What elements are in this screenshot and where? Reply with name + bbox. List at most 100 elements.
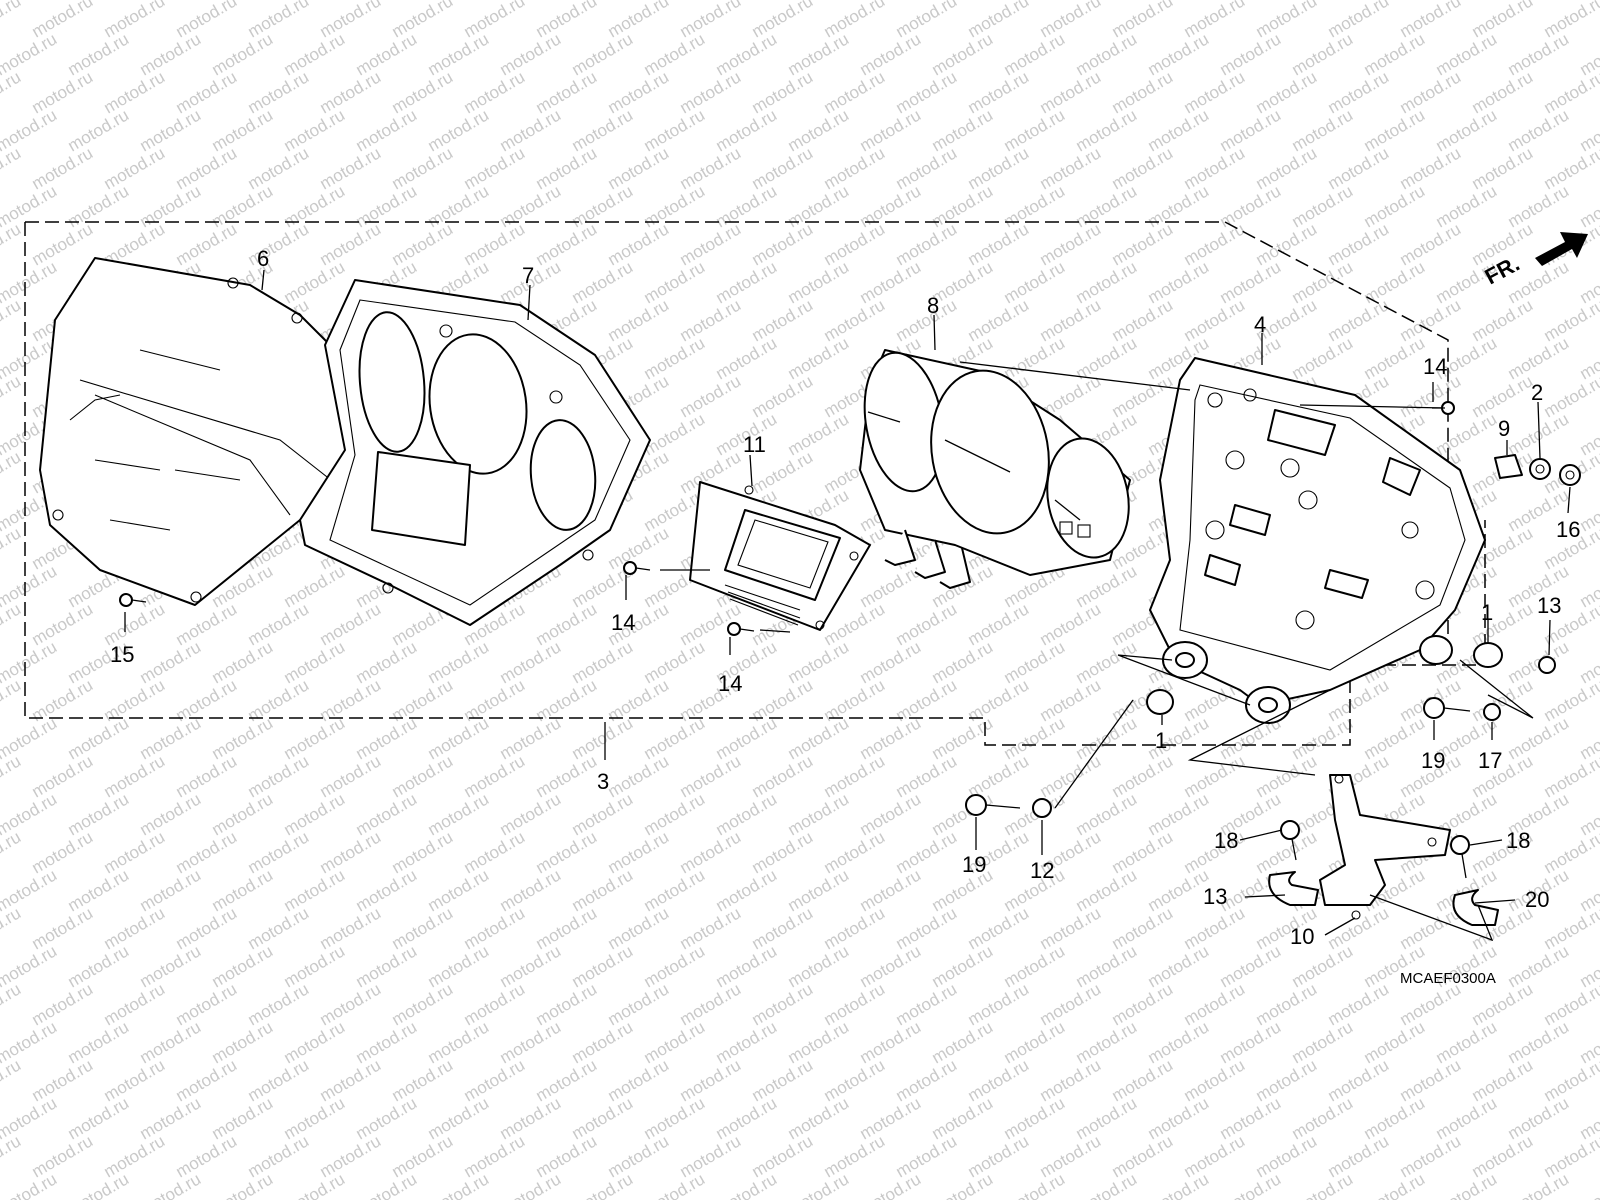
watermark-text: motod.ru (785, 105, 853, 155)
watermark-text: motod.ru (1325, 979, 1393, 1029)
watermark-text: motod.ru (641, 865, 709, 915)
watermark-text: motod.ru (605, 219, 673, 269)
watermark-text: motod.ru (317, 599, 385, 649)
watermark-text: motod.ru (353, 637, 421, 687)
callout-19-right: 19 (1421, 748, 1445, 773)
watermark-text: motod.ru (497, 1169, 565, 1200)
callout-13: 13 (1203, 884, 1227, 909)
watermark-text: motod.ru (137, 1093, 205, 1143)
watermark-text: motod.ru (1433, 105, 1501, 155)
watermark-text: motod.ru (1145, 257, 1213, 307)
watermark-text: motod.ru (1469, 143, 1537, 193)
watermark-text: motod.ru (389, 143, 457, 193)
watermark-text: motod.ru (569, 105, 637, 155)
part-13-clamp (1268, 871, 1319, 906)
watermark-text: motod.ru (245, 827, 313, 877)
callout-14-bottom: 14 (718, 671, 742, 696)
watermark-text: motod.ru (425, 713, 493, 763)
watermark-text: motod.ru (1181, 143, 1249, 193)
callout-14-left: 14 (611, 610, 635, 635)
watermark-text: motod.ru (425, 105, 493, 155)
watermark-text: motod.ru (425, 865, 493, 915)
watermark-text: motod.ru (0, 1169, 60, 1200)
watermark-text: motod.ru (209, 105, 277, 155)
watermark-text: motod.ru (317, 219, 385, 269)
watermark-text: motod.ru (965, 1131, 1033, 1181)
callout-11: 12 (1030, 858, 1054, 883)
watermark-text: motod.ru (317, 1131, 385, 1181)
watermark-text: motod.ru (785, 29, 853, 79)
watermark-text: motod.ru (1073, 1093, 1141, 1143)
watermark-text: motod.ru (1253, 1131, 1321, 1181)
watermark-text: motod.ru (569, 1093, 637, 1143)
watermark-text: motod.ru (1505, 941, 1573, 991)
watermark-text: motod.ru (389, 1131, 457, 1181)
watermark-text: motod.ru (65, 181, 133, 231)
watermark-text: motod.ru (1577, 0, 1600, 3)
watermark-text: motod.ru (245, 979, 313, 1029)
watermark-text: motod.ru (641, 637, 709, 687)
watermark-text: motod.ru (0, 219, 24, 269)
callout-16: 16 (1556, 517, 1580, 542)
watermark-text: motod.ru (209, 29, 277, 79)
watermark-text: motod.ru (1001, 105, 1069, 155)
watermark-text: motod.ru (1073, 637, 1141, 687)
watermark-text: motod.ru (641, 1093, 709, 1143)
watermark-text: motod.ru (677, 979, 745, 1029)
watermark-text: motod.ru (749, 219, 817, 269)
watermark-text: motod.ru (1001, 29, 1069, 79)
watermark-text: motod.ru (1217, 257, 1285, 307)
watermark-text: motod.ru (1037, 1055, 1105, 1105)
watermark-text: motod.ru (1289, 1093, 1357, 1143)
watermark-text: motod.ru (785, 1169, 853, 1200)
watermark-text: motod.ru (389, 903, 457, 953)
watermark-text: motod.ru (857, 713, 925, 763)
watermark-text: motod.ru (821, 295, 889, 345)
watermark-text: motod.ru (569, 181, 637, 231)
watermark-text: motod.ru (1541, 67, 1600, 117)
watermark-text: motod.ru (137, 1169, 205, 1200)
watermark-text: motod.ru (677, 295, 745, 345)
watermark-text: motod.ru (101, 979, 169, 1029)
watermark-text: motod.ru (425, 29, 493, 79)
watermark-text: motod.ru (245, 219, 313, 269)
callout-5: 7 (522, 263, 534, 288)
watermark-text: motod.ru (533, 979, 601, 1029)
watermark-text: motod.ru (821, 219, 889, 269)
watermark-text: motod.ru (1181, 1131, 1249, 1181)
watermark-text: motod.ru (569, 865, 637, 915)
watermark-text: motod.ru (65, 865, 133, 915)
watermark-text: motod.ru (1217, 1093, 1285, 1143)
watermark-text: motod.ru (389, 751, 457, 801)
watermark-text: motod.ru (821, 903, 889, 953)
watermark-text: motod.ru (965, 295, 1033, 345)
watermark-text: motod.ru (1361, 181, 1429, 231)
watermark-text: motod.ru (1289, 29, 1357, 79)
watermark-text: motod.ru (857, 29, 925, 79)
watermark-text: motod.ru (1361, 257, 1429, 307)
leader-lines (124, 269, 1571, 942)
watermark-text: motod.ru (1217, 1169, 1285, 1200)
part-5-meter-panel (299, 279, 651, 626)
watermark-text: motod.ru (245, 599, 313, 649)
watermark-text: motod.ru (1181, 67, 1249, 117)
watermark-text: motod.ru (605, 295, 673, 345)
watermark-text: motod.ru (749, 1131, 817, 1181)
watermark-text: motod.ru (821, 1131, 889, 1181)
watermark-text: motod.ru (1325, 295, 1393, 345)
assembly-3-boundary (24, 221, 1486, 746)
watermark-text: motod.ru (1145, 29, 1213, 79)
watermark-text: motod.ru (641, 941, 709, 991)
watermark-text: motod.ru (1433, 1093, 1501, 1143)
watermark-text: motod.ru (0, 523, 24, 573)
watermark-text: motod.ru (137, 181, 205, 231)
watermark-text: motod.ru (605, 903, 673, 953)
watermark-text: motod.ru (965, 751, 1033, 801)
watermark-text: motod.ru (65, 941, 133, 991)
watermark-text: motod.ru (785, 713, 853, 763)
callout-18-right: 18 (1506, 828, 1530, 853)
watermark-text: motod.ru (281, 1017, 349, 1067)
watermark-text: motod.ru (1541, 295, 1600, 345)
watermark-text: motod.ru (713, 865, 781, 915)
watermark-text: motod.ru (1397, 67, 1465, 117)
